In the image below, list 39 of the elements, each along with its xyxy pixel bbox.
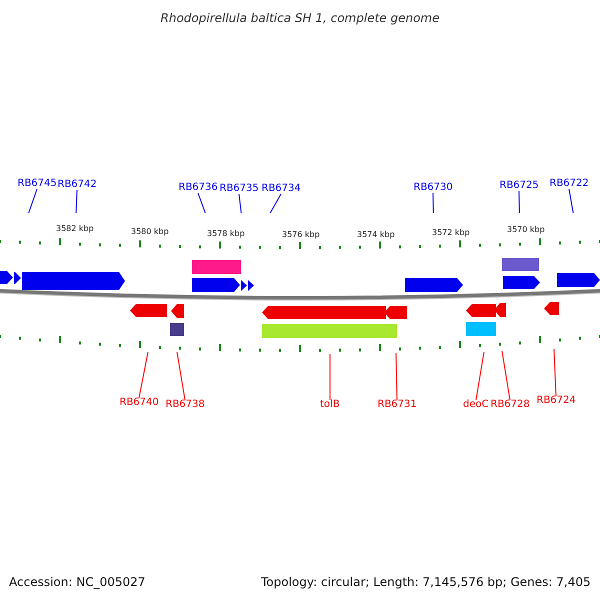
leader-line	[198, 192, 206, 214]
leader-line	[554, 348, 556, 396]
leader-line	[396, 352, 398, 400]
leader-line	[568, 188, 574, 214]
leader-line	[28, 188, 38, 214]
gene-label: tolB	[320, 400, 340, 410]
gene-label: RB6731	[378, 400, 417, 410]
leader-line	[432, 192, 434, 214]
gene-label: RB6736	[178, 183, 218, 193]
gene-label: RB6742	[58, 180, 97, 190]
scale-label: 3578 kbp	[207, 230, 245, 238]
leader-line	[270, 194, 282, 214]
scale-label: 3570 kbp	[507, 226, 545, 234]
leader-line	[138, 352, 148, 398]
gene-label: RB6734	[262, 184, 301, 194]
leader-line	[502, 350, 510, 400]
gene-label: RB6722	[550, 179, 589, 189]
scale-label: 3574 kbp	[357, 231, 395, 239]
scale-label: 3580 kbp	[131, 228, 169, 236]
gene-label: RB6745	[18, 179, 57, 189]
gene-label: RB6738	[166, 400, 205, 410]
gene-label: RB6740	[120, 398, 159, 408]
leader-line	[76, 190, 78, 214]
leader-line	[476, 352, 484, 400]
title: Rhodopirellula baltica SH 1, complete genome	[160, 12, 440, 24]
gene-label: deoC	[463, 400, 489, 410]
scale-label: 3576 kbp	[282, 231, 320, 239]
gene-label: RB6725	[500, 181, 539, 191]
scale-label: 3572 kbp	[432, 229, 470, 237]
scale-label: 3582 kbp	[56, 225, 94, 233]
leader-line	[176, 352, 186, 400]
gene-label: RB6728	[490, 400, 530, 410]
footer-text: Accession: NC_005027	[9, 576, 146, 588]
gene-label: RB6724	[536, 396, 576, 406]
footer-text: Topology: circular; Length: 7,145,576 bp; Genes: 7,405	[261, 576, 591, 588]
gene-label: RB6735	[220, 184, 259, 194]
gene-label: RB6730	[414, 183, 453, 193]
leader-line	[518, 190, 520, 214]
leader-line	[238, 194, 242, 214]
